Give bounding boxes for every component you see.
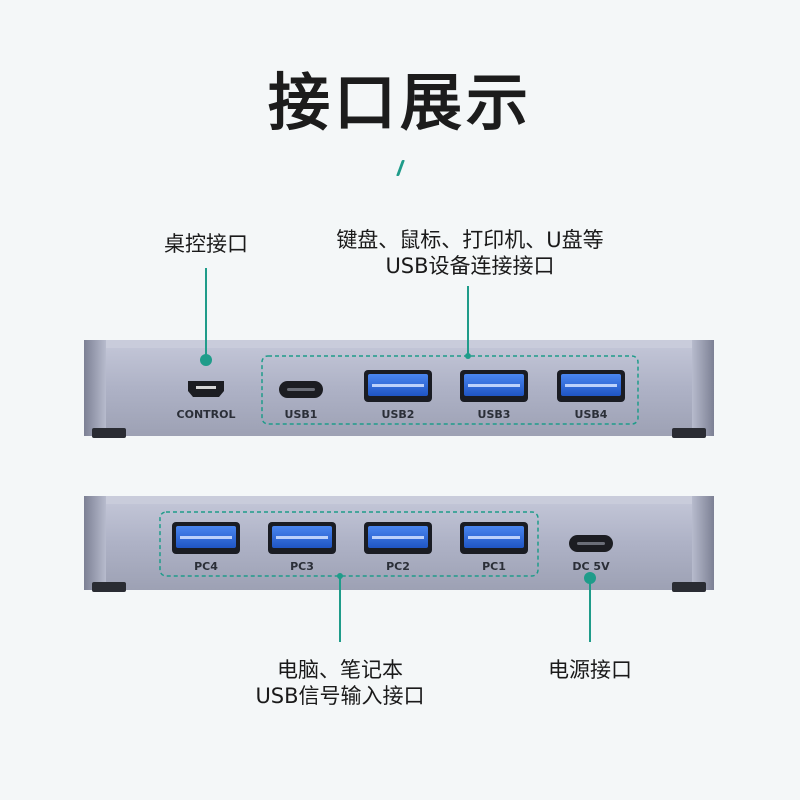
pc2-port	[364, 522, 432, 554]
callout-power: 电源接口	[548, 658, 632, 682]
port-label-pc2: PC2	[386, 560, 410, 573]
usb3-port	[460, 370, 528, 402]
port-label-usb3: USB3	[477, 408, 511, 421]
port-label-pc4: PC4	[194, 560, 218, 573]
port-label-usb1: USB1	[284, 408, 318, 421]
callout-pc-inputs-2: USB信号输入接口	[255, 684, 425, 708]
top-panel	[84, 340, 714, 438]
port-label-pc3: PC3	[290, 560, 314, 573]
power-marker	[584, 572, 596, 584]
pc4-port	[172, 522, 240, 554]
callout-pc-inputs-1: 电脑、笔记本	[277, 658, 403, 682]
control-marker	[200, 354, 212, 366]
port-label-control: CONTROL	[176, 408, 236, 421]
page-title: 接口展示	[267, 66, 532, 139]
control-port	[188, 381, 224, 397]
usb4-port	[557, 370, 625, 402]
pc1-port	[460, 522, 528, 554]
usb-group-outline	[261, 355, 639, 425]
pc3-port	[268, 522, 336, 554]
usb2-port	[364, 370, 432, 402]
port-label-usb4: USB4	[574, 408, 608, 421]
callout-desk-control: 桌控接口	[164, 232, 248, 256]
pc-group-outline	[159, 511, 539, 577]
port-label-usb2: USB2	[381, 408, 415, 421]
port-label-pc1: PC1	[482, 560, 506, 573]
port-label-dc5v: DC 5V	[572, 560, 610, 573]
callout-usb-devices-1: 键盘、鼠标、打印机、U盘等	[336, 228, 604, 252]
bottom-panel	[84, 496, 714, 592]
callout-usb-devices-2: USB设备连接接口	[385, 254, 555, 278]
